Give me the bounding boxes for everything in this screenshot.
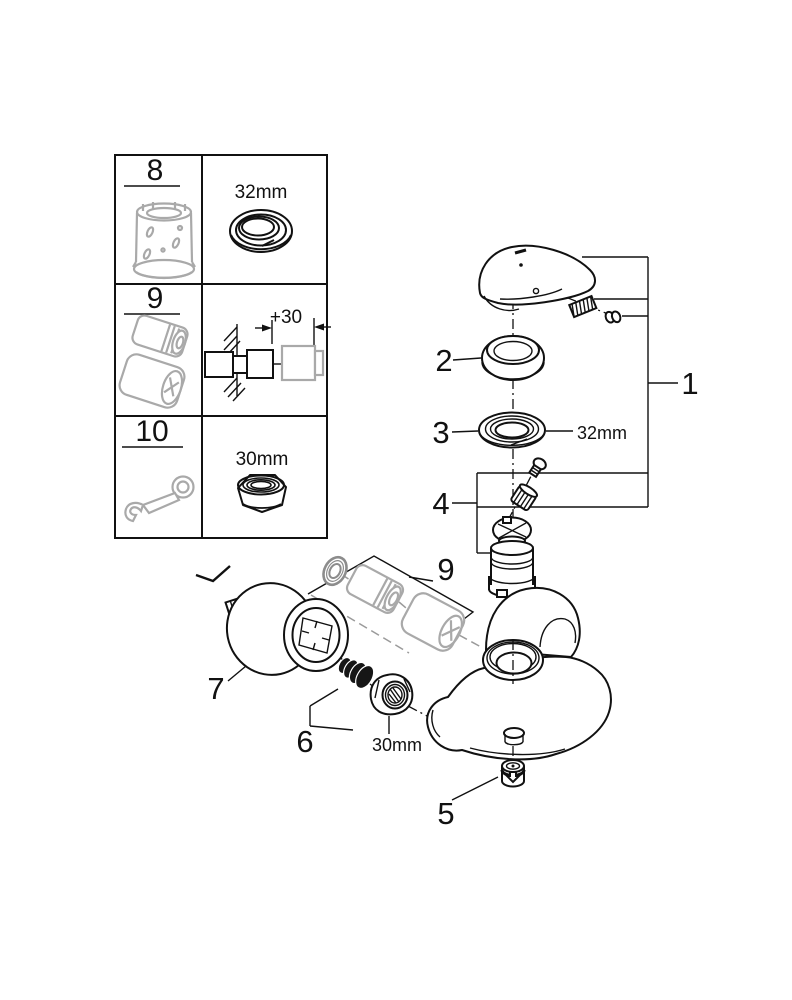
extension-fitting-gray: [280, 344, 325, 382]
flow-arrow-icon: [504, 771, 522, 784]
screw-cap: [604, 310, 622, 324]
nut-30mm-icon: [237, 474, 287, 513]
row-9-number: 9: [147, 282, 164, 315]
adapter-part4: [510, 483, 539, 512]
table-row-8: 8 32mm: [124, 154, 293, 280]
mixer-body: [426, 586, 612, 761]
dim-32mm-label: 32mm: [577, 423, 627, 443]
row-10-size-label: 30mm: [236, 449, 289, 470]
dimension-arrows: [255, 318, 331, 346]
callout-9-label: 9: [437, 552, 454, 587]
callout-bracket-1: [582, 256, 678, 507]
callout-7-label: 7: [207, 671, 224, 706]
bracket-corner-mark: [195, 565, 231, 583]
callout-2-label: 2: [435, 343, 452, 378]
lever-handle: [478, 244, 596, 312]
socket-detail: [298, 617, 333, 654]
callout-3-label: 3: [432, 415, 449, 450]
callout-band-4: [452, 472, 648, 554]
parts-table: 8 32mm: [114, 154, 331, 539]
dim-30mm-label: 30mm: [372, 735, 422, 755]
ring-nut-part3: [478, 411, 546, 449]
table-row-9: 9 +30: [118, 282, 331, 409]
escutcheon-cap-part2: [481, 335, 545, 381]
wall-fitting-black: [204, 349, 283, 379]
callout-5-label: 5: [437, 796, 454, 831]
row-9-size-label: +30: [270, 307, 302, 328]
row-8-size-label: 32mm: [235, 182, 288, 203]
table-row-10: 10 30mm: [122, 415, 289, 523]
body-bottom-nub: [503, 727, 525, 746]
seal-ring-32mm-icon: [229, 209, 293, 253]
callout-1-label: 1: [681, 366, 698, 401]
handle-pin-dot: [519, 263, 523, 267]
wrench-icon: [124, 475, 195, 523]
eccentric-fitting-part9: [345, 564, 405, 614]
cartridge: [488, 516, 536, 600]
callout-6-label: 6: [296, 724, 313, 759]
row-8-number: 8: [147, 154, 164, 187]
cartridge-tool-icon: [132, 202, 196, 280]
socket-fittings-icon: [118, 314, 189, 409]
callout-4-label: 4: [432, 486, 449, 521]
union-nut-part6: [369, 673, 414, 716]
fixing-screw-part4: [527, 457, 547, 479]
socket-cover-part9: [400, 592, 466, 652]
seal-part6: [338, 658, 375, 690]
check-valve-part5: [500, 759, 526, 788]
wall-extension-diagram: +30: [204, 307, 331, 402]
washer-part9: [322, 555, 348, 587]
s-union-part7: [224, 582, 349, 676]
grub-screw: [567, 294, 598, 319]
row-10-number: 10: [135, 415, 168, 448]
